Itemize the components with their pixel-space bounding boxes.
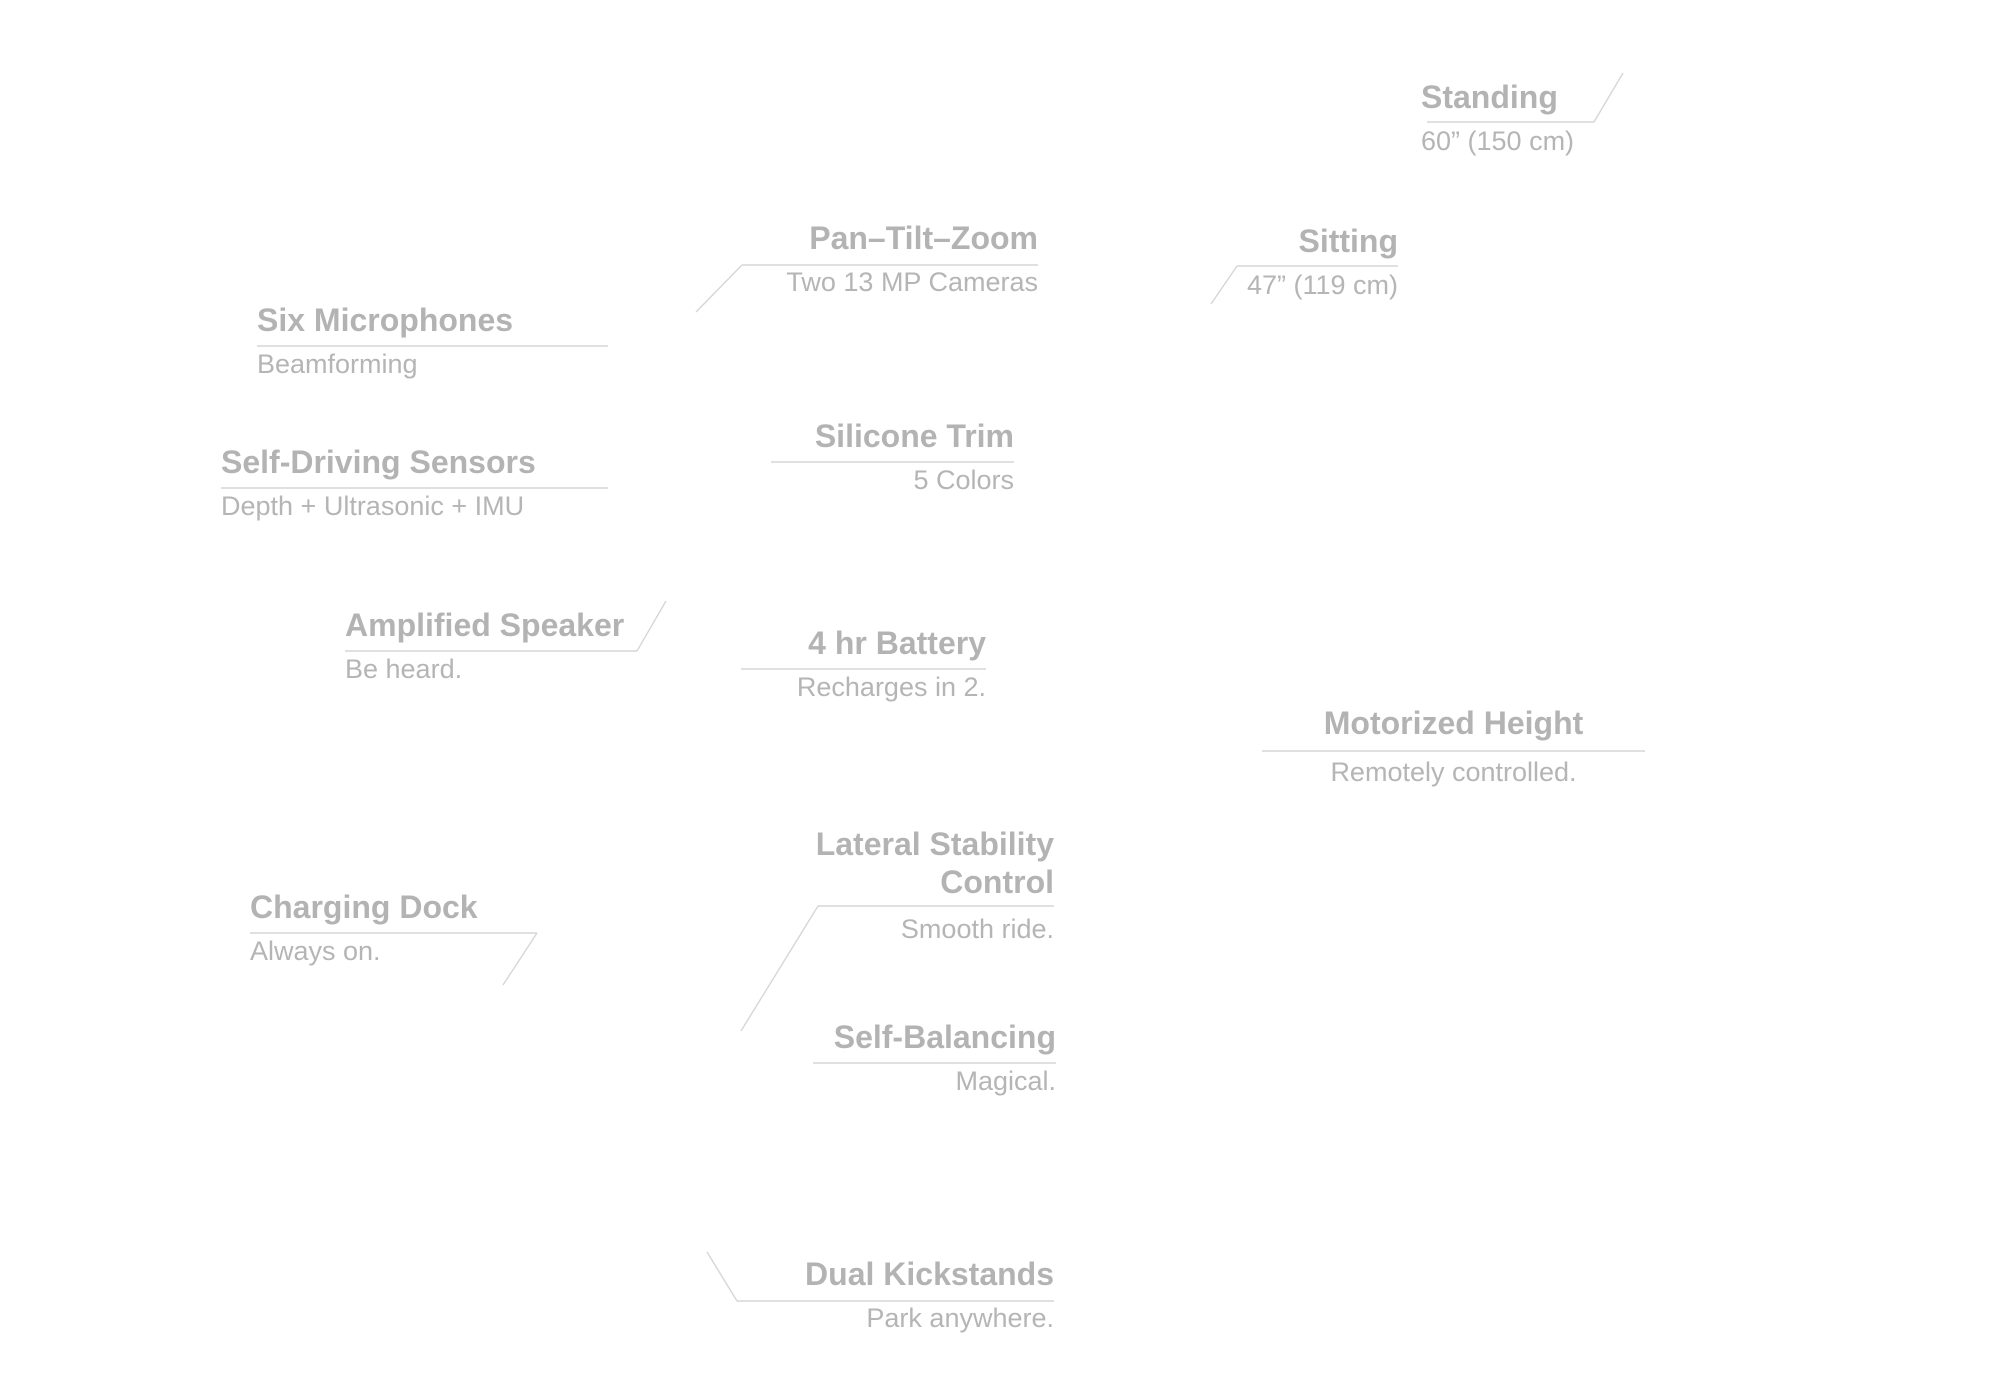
- callout-subtitle: Always on.: [250, 936, 381, 966]
- leader-dock-pointer: [502, 932, 538, 986]
- callout-motorized-height: Motorized Height Remotely controlled.: [1262, 704, 1645, 788]
- callout-subtitle: Beamforming: [257, 349, 418, 379]
- callout-subtitle: Park anywhere.: [866, 1303, 1054, 1333]
- callout-title: Sitting: [1298, 223, 1398, 259]
- callout-title: Silicone Trim: [814, 418, 1014, 454]
- callout-pan-tilt-zoom: Pan–Tilt–Zoom Two 13 MP Cameras: [738, 219, 1038, 298]
- callout-self-balancing: Self-Balancing Magical.: [796, 1018, 1056, 1097]
- callout-subtitle: Remotely controlled.: [1330, 757, 1577, 787]
- leader-kickstands-pointer: [706, 1251, 738, 1302]
- callout-title: Six Microphones: [257, 302, 514, 338]
- callout-six-microphones: Six Microphones Beamforming: [257, 301, 513, 380]
- callout-subtitle: Magical.: [955, 1066, 1056, 1096]
- callout-lateral-stability-control: Lateral Stability Control Smooth ride.: [774, 825, 1054, 945]
- leader-ptz-pointer: [695, 264, 743, 313]
- callout-standing: Standing 60” (150 cm): [1421, 78, 1574, 157]
- callout-subtitle: 5 Colors: [913, 465, 1014, 495]
- callout-sitting: Sitting 47” (119 cm): [1180, 222, 1398, 301]
- leader-standing-pointer: [1593, 72, 1624, 123]
- callout-title: Self-Driving Sensors: [221, 444, 536, 480]
- callout-amplified-speaker: Amplified Speaker Be heard.: [345, 606, 624, 685]
- callout-subtitle: Depth + Ultrasonic + IMU: [221, 491, 525, 521]
- callout-dual-kickstands: Dual Kickstands Park anywhere.: [754, 1255, 1054, 1334]
- callout-silicone-trim: Silicone Trim 5 Colors: [774, 417, 1014, 496]
- callout-title: 4 hr Battery: [808, 625, 986, 661]
- callout-title: Pan–Tilt–Zoom: [809, 220, 1038, 256]
- callout-title-line2: Control: [940, 864, 1054, 900]
- callout-title: Charging Dock: [250, 889, 478, 925]
- callout-subtitle: Recharges in 2.: [796, 672, 986, 702]
- leader-lateral-pointer: [740, 905, 819, 1032]
- callout-subtitle: Smooth ride.: [900, 914, 1054, 944]
- callout-battery: 4 hr Battery Recharges in 2.: [746, 624, 986, 703]
- callout-subtitle: 60” (150 cm): [1421, 126, 1575, 156]
- callout-title: Amplified Speaker: [345, 607, 625, 643]
- callout-charging-dock: Charging Dock Always on.: [250, 888, 478, 967]
- leader-sitting-pointer: [1210, 265, 1238, 305]
- leader-speaker-pointer: [636, 600, 667, 652]
- callout-title: Self-Balancing: [833, 1019, 1056, 1055]
- callout-subtitle: Be heard.: [345, 654, 463, 684]
- callout-title: Standing: [1421, 79, 1558, 115]
- callout-title-line1: Lateral Stability: [815, 826, 1054, 862]
- callout-self-driving-sensors: Self-Driving Sensors Depth + Ultrasonic …: [221, 443, 536, 522]
- callout-subtitle: 47” (119 cm): [1246, 270, 1398, 300]
- callout-title: Dual Kickstands: [805, 1256, 1054, 1292]
- callout-title: Motorized Height: [1323, 705, 1584, 741]
- callout-subtitle: Two 13 MP Cameras: [786, 267, 1038, 297]
